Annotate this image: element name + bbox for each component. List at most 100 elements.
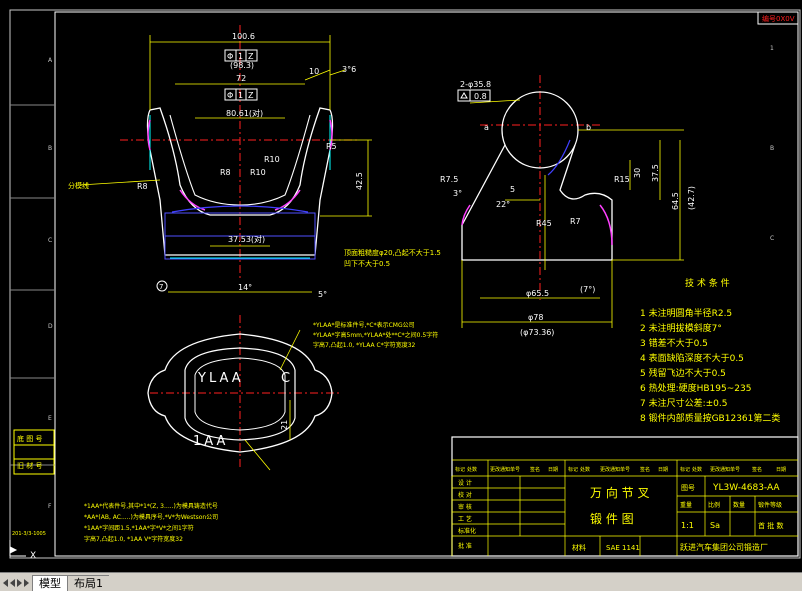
svg-text:8 锻件内部质量按GB12361第二类: 8 锻件内部质量按GB12361第二类 bbox=[640, 412, 780, 424]
svg-text:标准化: 标准化 bbox=[458, 527, 476, 535]
svg-text:R7.5: R7.5 bbox=[440, 175, 458, 184]
horizontal-scrollbar[interactable] bbox=[109, 575, 802, 591]
svg-text:201-3/3-1005: 201-3/3-1005 bbox=[12, 531, 46, 537]
tab-nav-first-icon[interactable] bbox=[3, 579, 8, 587]
svg-text:跃进汽车集团公司锻造厂: 跃进汽车集团公司锻造厂 bbox=[680, 542, 768, 552]
svg-text:R15: R15 bbox=[614, 175, 630, 184]
svg-text:C: C bbox=[48, 237, 52, 244]
svg-text:b: b bbox=[586, 123, 591, 132]
svg-text:*YLAA*字高5mm,*YLAA*处**C*之间0.5字符: *YLAA*字高5mm,*YLAA*处**C*之间0.5字符 bbox=[313, 331, 438, 339]
svg-text:R5: R5 bbox=[326, 142, 337, 151]
svg-text:(7°): (7°) bbox=[580, 285, 595, 294]
svg-text:处数: 处数 bbox=[692, 466, 702, 473]
tab-layout1[interactable]: 布局1 bbox=[67, 575, 110, 591]
svg-text:日期: 日期 bbox=[548, 467, 558, 473]
svg-text:字高7,凸起1.0, *1AA V*字符宽度32: 字高7,凸起1.0, *1AA V*字符宽度32 bbox=[84, 535, 183, 543]
svg-text:Z: Z bbox=[248, 52, 254, 61]
svg-text:2 未注明拔模斜度7°: 2 未注明拔模斜度7° bbox=[640, 322, 722, 334]
svg-text:R7: R7 bbox=[570, 217, 581, 226]
svg-text:R45: R45 bbox=[536, 219, 552, 228]
svg-text:1: 1 bbox=[238, 91, 243, 100]
svg-text:顶面粗糙度φ20,凸起不大于1.5: 顶面粗糙度φ20,凸起不大于1.5 bbox=[344, 248, 441, 257]
svg-text:X: X bbox=[30, 551, 36, 561]
svg-text:设 计: 设 计 bbox=[458, 479, 472, 487]
svg-text:Φ: Φ bbox=[227, 91, 233, 100]
svg-text:*1AA*字间距1.5,*1AA*字*V*之间1字符: *1AA*字间距1.5,*1AA*字*V*之间1字符 bbox=[84, 524, 194, 532]
svg-text:更改通知单号: 更改通知单号 bbox=[710, 466, 740, 473]
svg-text:7 未注尺寸公差:±0.5: 7 未注尺寸公差:±0.5 bbox=[640, 397, 727, 409]
svg-text:R10: R10 bbox=[264, 155, 280, 164]
svg-text:3°: 3° bbox=[453, 189, 462, 198]
svg-text:技 术 条 件: 技 术 条 件 bbox=[685, 277, 730, 289]
svg-text:3°6: 3°6 bbox=[342, 65, 356, 74]
svg-text:6 热处理:硬度HB195~235: 6 热处理:硬度HB195~235 bbox=[640, 382, 751, 394]
svg-text:72: 72 bbox=[236, 74, 246, 83]
tab-nav-last-icon[interactable] bbox=[24, 579, 29, 587]
svg-text:30: 30 bbox=[633, 168, 642, 178]
svg-text:标记: 标记 bbox=[568, 466, 578, 473]
svg-text:14°: 14° bbox=[238, 283, 252, 292]
sheet-inner-frame bbox=[54, 11, 799, 557]
svg-text:(42.7): (42.7) bbox=[687, 186, 696, 210]
svg-text:校 对: 校 对 bbox=[458, 491, 472, 499]
svg-text:φ78: φ78 bbox=[528, 313, 543, 322]
svg-text:21: 21 bbox=[280, 420, 289, 430]
svg-text:B: B bbox=[770, 145, 774, 152]
svg-text:日期: 日期 bbox=[776, 467, 786, 473]
svg-text:A: A bbox=[48, 57, 53, 64]
corner-stamp bbox=[757, 11, 799, 25]
svg-text:万 向 节 叉: 万 向 节 叉 bbox=[590, 485, 649, 500]
svg-text:(98.3): (98.3) bbox=[230, 61, 254, 70]
svg-text:4 表面缺陷深度不大于0.5: 4 表面缺陷深度不大于0.5 bbox=[640, 352, 744, 364]
svg-text:22°: 22° bbox=[496, 200, 510, 209]
svg-text:E: E bbox=[48, 415, 52, 422]
svg-text:2-φ35.8: 2-φ35.8 bbox=[460, 80, 491, 89]
svg-text:*YLAA*是标准件号,*C*表示CMG公司: *YLAA*是标准件号,*C*表示CMG公司 bbox=[313, 321, 415, 329]
sheet-outer-frame bbox=[9, 9, 801, 559]
svg-text:签名: 签名 bbox=[640, 466, 650, 473]
tab-nav-next-icon[interactable] bbox=[17, 579, 22, 587]
svg-text:*1AA*代表件号,其中*1*(Z, 3.....)为模具铸: *1AA*代表件号,其中*1*(Z, 3.....)为模具铸造代号 bbox=[84, 502, 218, 510]
svg-text:R8: R8 bbox=[220, 168, 231, 177]
svg-text:更改通知单号: 更改通知单号 bbox=[600, 466, 630, 473]
svg-text:0.8: 0.8 bbox=[474, 92, 487, 101]
svg-text:首 批 数: 首 批 数 bbox=[758, 521, 783, 530]
top-view[interactable]: YLAA C 1AA 21 *YLAA*是标准件号,*C*表示CMG公司 *YL… bbox=[84, 315, 438, 543]
svg-text:工 艺: 工 艺 bbox=[458, 515, 472, 523]
svg-text:签名: 签名 bbox=[752, 466, 762, 473]
svg-text:数量: 数量 bbox=[733, 501, 745, 509]
svg-text:SAE 1141: SAE 1141 bbox=[606, 544, 640, 552]
svg-text:YL3W-4683-AA: YL3W-4683-AA bbox=[712, 483, 780, 493]
svg-text:5°: 5° bbox=[318, 290, 327, 299]
svg-text:a: a bbox=[484, 123, 489, 132]
svg-text:R10: R10 bbox=[250, 168, 266, 177]
svg-text:重量: 重量 bbox=[680, 501, 692, 509]
svg-text:R8: R8 bbox=[137, 182, 148, 191]
tab-model[interactable]: 模型 bbox=[32, 575, 68, 591]
layout-tab-bar: 模型 布局1 bbox=[0, 572, 802, 591]
svg-text:处数: 处数 bbox=[467, 466, 477, 473]
svg-text:分模线: 分模线 bbox=[68, 181, 89, 190]
svg-text:C: C bbox=[281, 371, 290, 386]
svg-text:旧 材 号: 旧 材 号 bbox=[17, 461, 42, 470]
left-margin-table: 底 图 号 旧 材 号 201-3/3-1005 bbox=[12, 429, 55, 537]
svg-text:锻件等级: 锻件等级 bbox=[758, 501, 782, 509]
svg-text:日期: 日期 bbox=[658, 467, 668, 473]
svg-text:42.5: 42.5 bbox=[355, 172, 364, 190]
side-view[interactable]: 2-φ35.8 0.8 a b R7.5 3° 22° 5 R45 R15 R7… bbox=[440, 75, 696, 337]
svg-text:标记: 标记 bbox=[455, 466, 465, 473]
svg-text:审 核: 审 核 bbox=[458, 503, 472, 511]
svg-text:37.53(对): 37.53(对) bbox=[228, 234, 265, 244]
tab-nav bbox=[0, 575, 32, 591]
svg-text:1AA: 1AA bbox=[193, 434, 228, 449]
svg-text:比例: 比例 bbox=[708, 501, 720, 509]
tab-nav-prev-icon[interactable] bbox=[10, 579, 15, 587]
svg-text:φ65.5: φ65.5 bbox=[526, 289, 549, 298]
svg-text:锻 件 图: 锻 件 图 bbox=[590, 512, 634, 526]
corner-code: 编号0X0V bbox=[762, 14, 795, 23]
title-block[interactable]: 标记 处数 更改通知单号 签名 日期 标记 处数 更改通知单号 签名 日期 标记… bbox=[451, 436, 799, 557]
